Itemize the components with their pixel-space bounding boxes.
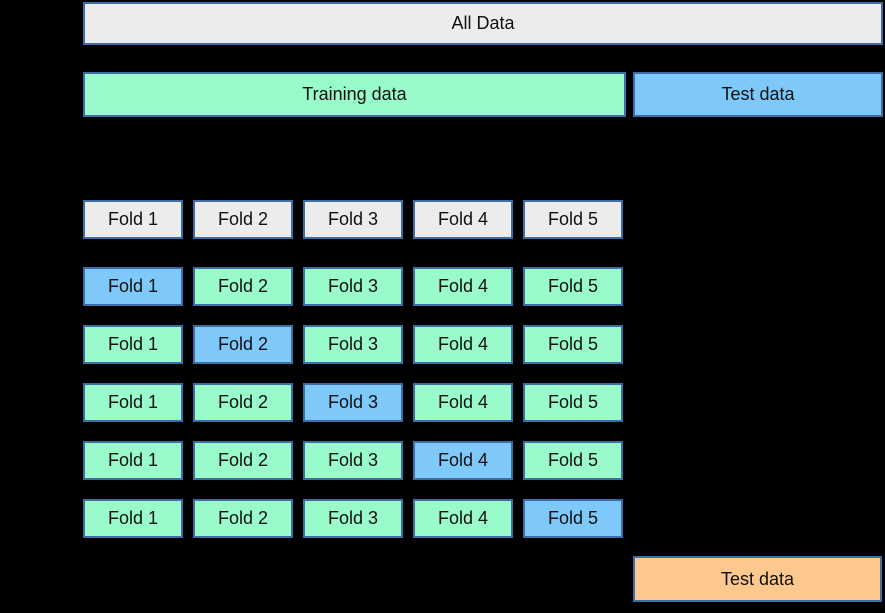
fold-cell: Fold 1 — [83, 499, 183, 538]
fold-cell: Fold 4 — [413, 441, 513, 480]
test-data-box: Test data — [633, 72, 883, 117]
fold-cell: Fold 4 — [413, 267, 513, 306]
cv-split-row-1: Fold 1 Fold 2 Fold 3 Fold 4 Fold 5 — [83, 267, 623, 306]
fold-cell: Fold 5 — [523, 383, 623, 422]
fold-header-cell: Fold 3 — [303, 200, 403, 239]
fold-header-cell: Fold 2 — [193, 200, 293, 239]
fold-cell: Fold 5 — [523, 325, 623, 364]
cv-split-row-4: Fold 1 Fold 2 Fold 3 Fold 4 Fold 5 — [83, 441, 623, 480]
fold-cell: Fold 5 — [523, 267, 623, 306]
fold-cell: Fold 4 — [413, 499, 513, 538]
fold-cell: Fold 2 — [193, 325, 293, 364]
final-test-data-box: Test data — [633, 556, 882, 602]
fold-header-cell: Fold 1 — [83, 200, 183, 239]
fold-cell: Fold 3 — [303, 499, 403, 538]
fold-cell: Fold 2 — [193, 499, 293, 538]
fold-header-cell: Fold 4 — [413, 200, 513, 239]
cv-split-row-2: Fold 1 Fold 2 Fold 3 Fold 4 Fold 5 — [83, 325, 623, 364]
fold-cell: Fold 4 — [413, 325, 513, 364]
fold-cell: Fold 2 — [193, 441, 293, 480]
training-data-box: Training data — [83, 72, 626, 117]
fold-cell: Fold 2 — [193, 267, 293, 306]
fold-cell: Fold 3 — [303, 267, 403, 306]
fold-cell: Fold 3 — [303, 383, 403, 422]
fold-cell: Fold 5 — [523, 499, 623, 538]
fold-cell: Fold 1 — [83, 383, 183, 422]
fold-header-row: Fold 1 Fold 2 Fold 3 Fold 4 Fold 5 — [83, 200, 623, 239]
fold-cell: Fold 4 — [413, 383, 513, 422]
fold-cell: Fold 2 — [193, 383, 293, 422]
cv-split-row-3: Fold 1 Fold 2 Fold 3 Fold 4 Fold 5 — [83, 383, 623, 422]
fold-cell: Fold 3 — [303, 441, 403, 480]
fold-cell: Fold 1 — [83, 267, 183, 306]
fold-cell: Fold 3 — [303, 325, 403, 364]
fold-cell: Fold 5 — [523, 441, 623, 480]
all-data-box: All Data — [83, 2, 883, 45]
fold-cell: Fold 1 — [83, 325, 183, 364]
fold-cell: Fold 1 — [83, 441, 183, 480]
cv-split-row-5: Fold 1 Fold 2 Fold 3 Fold 4 Fold 5 — [83, 499, 623, 538]
fold-header-cell: Fold 5 — [523, 200, 623, 239]
